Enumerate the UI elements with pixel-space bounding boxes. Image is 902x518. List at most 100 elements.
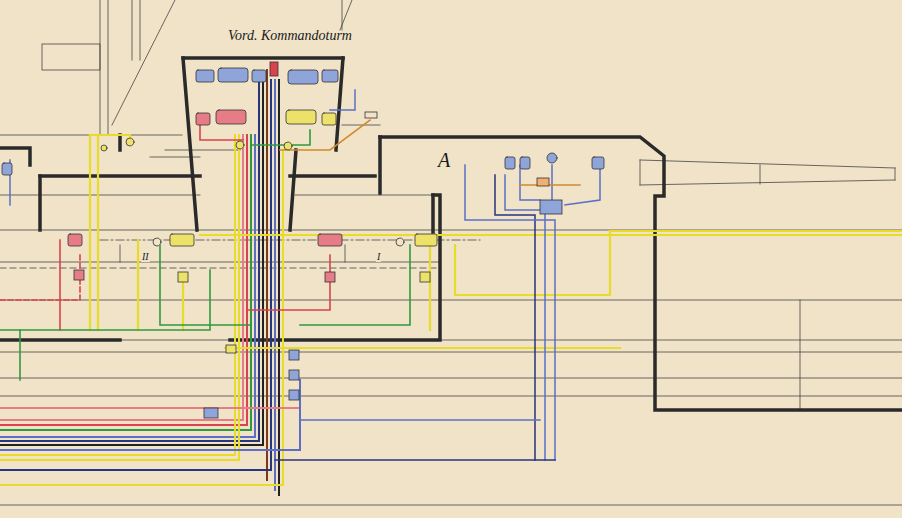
drawing-stroke	[322, 70, 338, 82]
drawing-stroke	[59, 240, 61, 330]
drawing-stroke	[218, 68, 248, 82]
drawing-stroke	[0, 135, 255, 437]
drawing-stroke	[760, 165, 761, 184]
drawing-stroke	[396, 238, 404, 246]
drawing-stroke	[0, 255, 80, 300]
drawing-stroke	[270, 62, 278, 76]
drawing-stroke	[42, 44, 100, 70]
drawing-stroke	[0, 505, 902, 506]
drawing-stroke	[0, 135, 251, 430]
drawing-stroke	[170, 234, 194, 246]
drawing-stroke	[505, 157, 515, 169]
drawing-stroke	[365, 112, 377, 118]
drawing-stroke	[300, 245, 410, 325]
blue-circuits	[10, 90, 600, 460]
drawing-stroke	[380, 195, 433, 196]
drawing-stroke	[325, 272, 335, 282]
drawing-stroke	[19, 330, 21, 380]
drawing-stroke	[286, 110, 316, 124]
drawing-stroke	[196, 113, 210, 125]
drawing-stroke	[640, 160, 895, 168]
drawing-stroke	[0, 378, 902, 379]
drawing-stroke	[0, 352, 902, 353]
drawing-stroke	[0, 380, 300, 450]
drawing-stroke	[415, 234, 437, 246]
drawing-stroke	[0, 150, 283, 485]
drawing-stroke	[0, 230, 902, 231]
drawing-stroke	[0, 195, 200, 196]
drawing-stroke	[330, 90, 355, 110]
turret-letter: A	[438, 150, 450, 170]
drawing-stroke	[895, 168, 896, 180]
drawing-stroke	[380, 137, 902, 410]
drawing-stroke	[290, 150, 296, 230]
drawing-stroke	[200, 125, 243, 140]
drawing-stroke	[225, 347, 620, 349]
drawing-stroke	[537, 178, 549, 186]
drawing-stroke	[278, 80, 280, 495]
drawing-stroke	[592, 157, 604, 169]
drawing-stroke	[290, 174, 375, 178]
drawing-stroke	[0, 340, 902, 341]
drawing-stroke	[295, 195, 380, 196]
drawing-stroke	[178, 272, 188, 282]
cable-bundle	[0, 70, 300, 495]
drawing-stroke	[74, 270, 84, 280]
drawing-stroke	[266, 70, 268, 480]
drawing-stroke	[182, 280, 184, 330]
drawing-stroke	[345, 245, 346, 262]
drawing-stroke	[0, 270, 210, 330]
drawing-stroke	[420, 272, 430, 282]
drawing-stroke	[38, 176, 42, 230]
drawing-stroke	[97, 135, 99, 330]
drawing-stroke	[165, 150, 240, 151]
drawing-stroke	[137, 240, 139, 330]
drawing-stroke	[252, 70, 266, 82]
drawing-stroke	[800, 300, 801, 410]
armour-outline	[0, 58, 902, 410]
drawing-stroke	[0, 338, 120, 342]
drawing-stroke	[0, 80, 263, 445]
drawing-stroke	[132, 0, 133, 60]
drawing-stroke	[340, 0, 352, 30]
drawing-stroke	[100, 0, 101, 135]
drawing-stroke	[108, 0, 109, 135]
drawing-stroke	[440, 300, 902, 301]
drawing-stroke	[274, 80, 276, 490]
drawing-stroke	[0, 80, 271, 470]
drawing-stroke	[101, 145, 107, 151]
drawing-stroke	[289, 370, 299, 380]
drawing-stroke	[540, 200, 562, 214]
turret-number: II	[141, 251, 150, 262]
drawing-stroke	[0, 262, 440, 263]
drawing-stroke	[0, 135, 239, 460]
drawing-stroke	[89, 135, 91, 330]
turret-number: I	[376, 251, 381, 262]
drawing-stroke	[0, 135, 243, 420]
drawing-stroke	[40, 174, 200, 178]
drawing-stroke	[322, 113, 336, 125]
drawing-stroke	[183, 58, 197, 230]
drawing-stroke	[520, 184, 580, 186]
drawing-stroke	[140, 0, 141, 60]
drawing-stroke	[547, 153, 557, 163]
drawing-stroke	[251, 130, 310, 145]
drawing-stroke	[68, 234, 82, 246]
drawing-stroke	[247, 255, 330, 310]
drawing-stroke	[160, 245, 251, 325]
drawing-stroke	[551, 165, 553, 200]
drawing-stroke	[90, 135, 130, 145]
drawing-stroke	[0, 80, 259, 441]
drawing-stroke	[318, 234, 342, 246]
drawing-stroke	[342, 125, 380, 126]
drawing-stroke	[378, 137, 382, 193]
drawing-stroke	[429, 240, 431, 330]
drawing-stroke	[289, 350, 299, 360]
drawing-stroke	[236, 141, 244, 149]
red-green-circuits	[0, 120, 410, 380]
drawing-stroke	[183, 56, 343, 60]
drawing-stroke	[640, 180, 895, 185]
drawing-stroke	[226, 345, 236, 353]
drawing-stroke	[275, 459, 555, 461]
